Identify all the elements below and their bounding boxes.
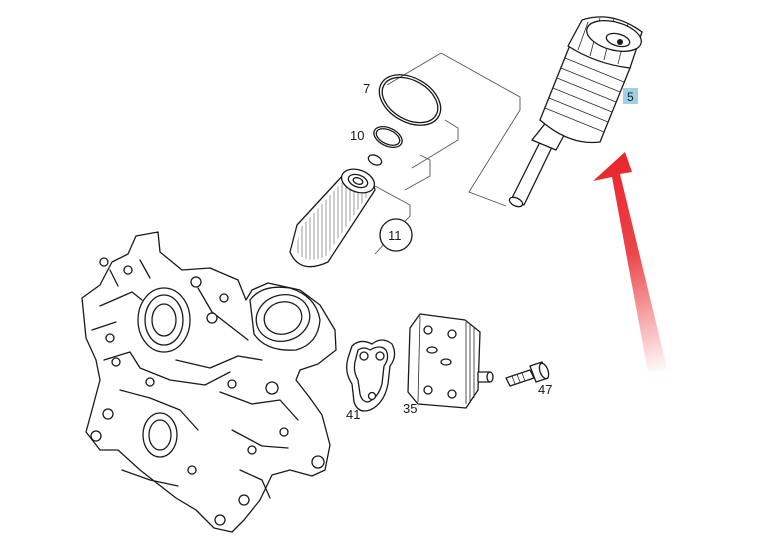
- engine-timing-cover: [81, 231, 337, 533]
- red-indicator-arrow: [593, 152, 668, 372]
- label-part-7: 7: [363, 81, 370, 96]
- oil-cooler: [407, 313, 494, 409]
- label-part-41: 41: [346, 407, 360, 422]
- label-part-11: 11: [388, 228, 402, 243]
- label-part-5: 5: [627, 90, 634, 104]
- label-part-35: 35: [403, 401, 417, 416]
- label-part-47: 47: [538, 382, 552, 397]
- mounting-bolt: [505, 361, 550, 387]
- label-part-10: 10: [350, 128, 364, 143]
- part-5-highlight: [623, 88, 638, 104]
- oil-filter-housing-cap: [508, 16, 643, 208]
- leader-lines: [374, 52, 521, 255]
- oil-cooler-gasket: [346, 339, 396, 412]
- o-ring-small: [367, 126, 403, 166]
- o-ring-large: [378, 74, 442, 126]
- part-labels: 5 7 10 11 35 41 47: [346, 81, 634, 422]
- oil-filter-cartridge: [289, 168, 376, 268]
- callout-11: [379, 218, 413, 252]
